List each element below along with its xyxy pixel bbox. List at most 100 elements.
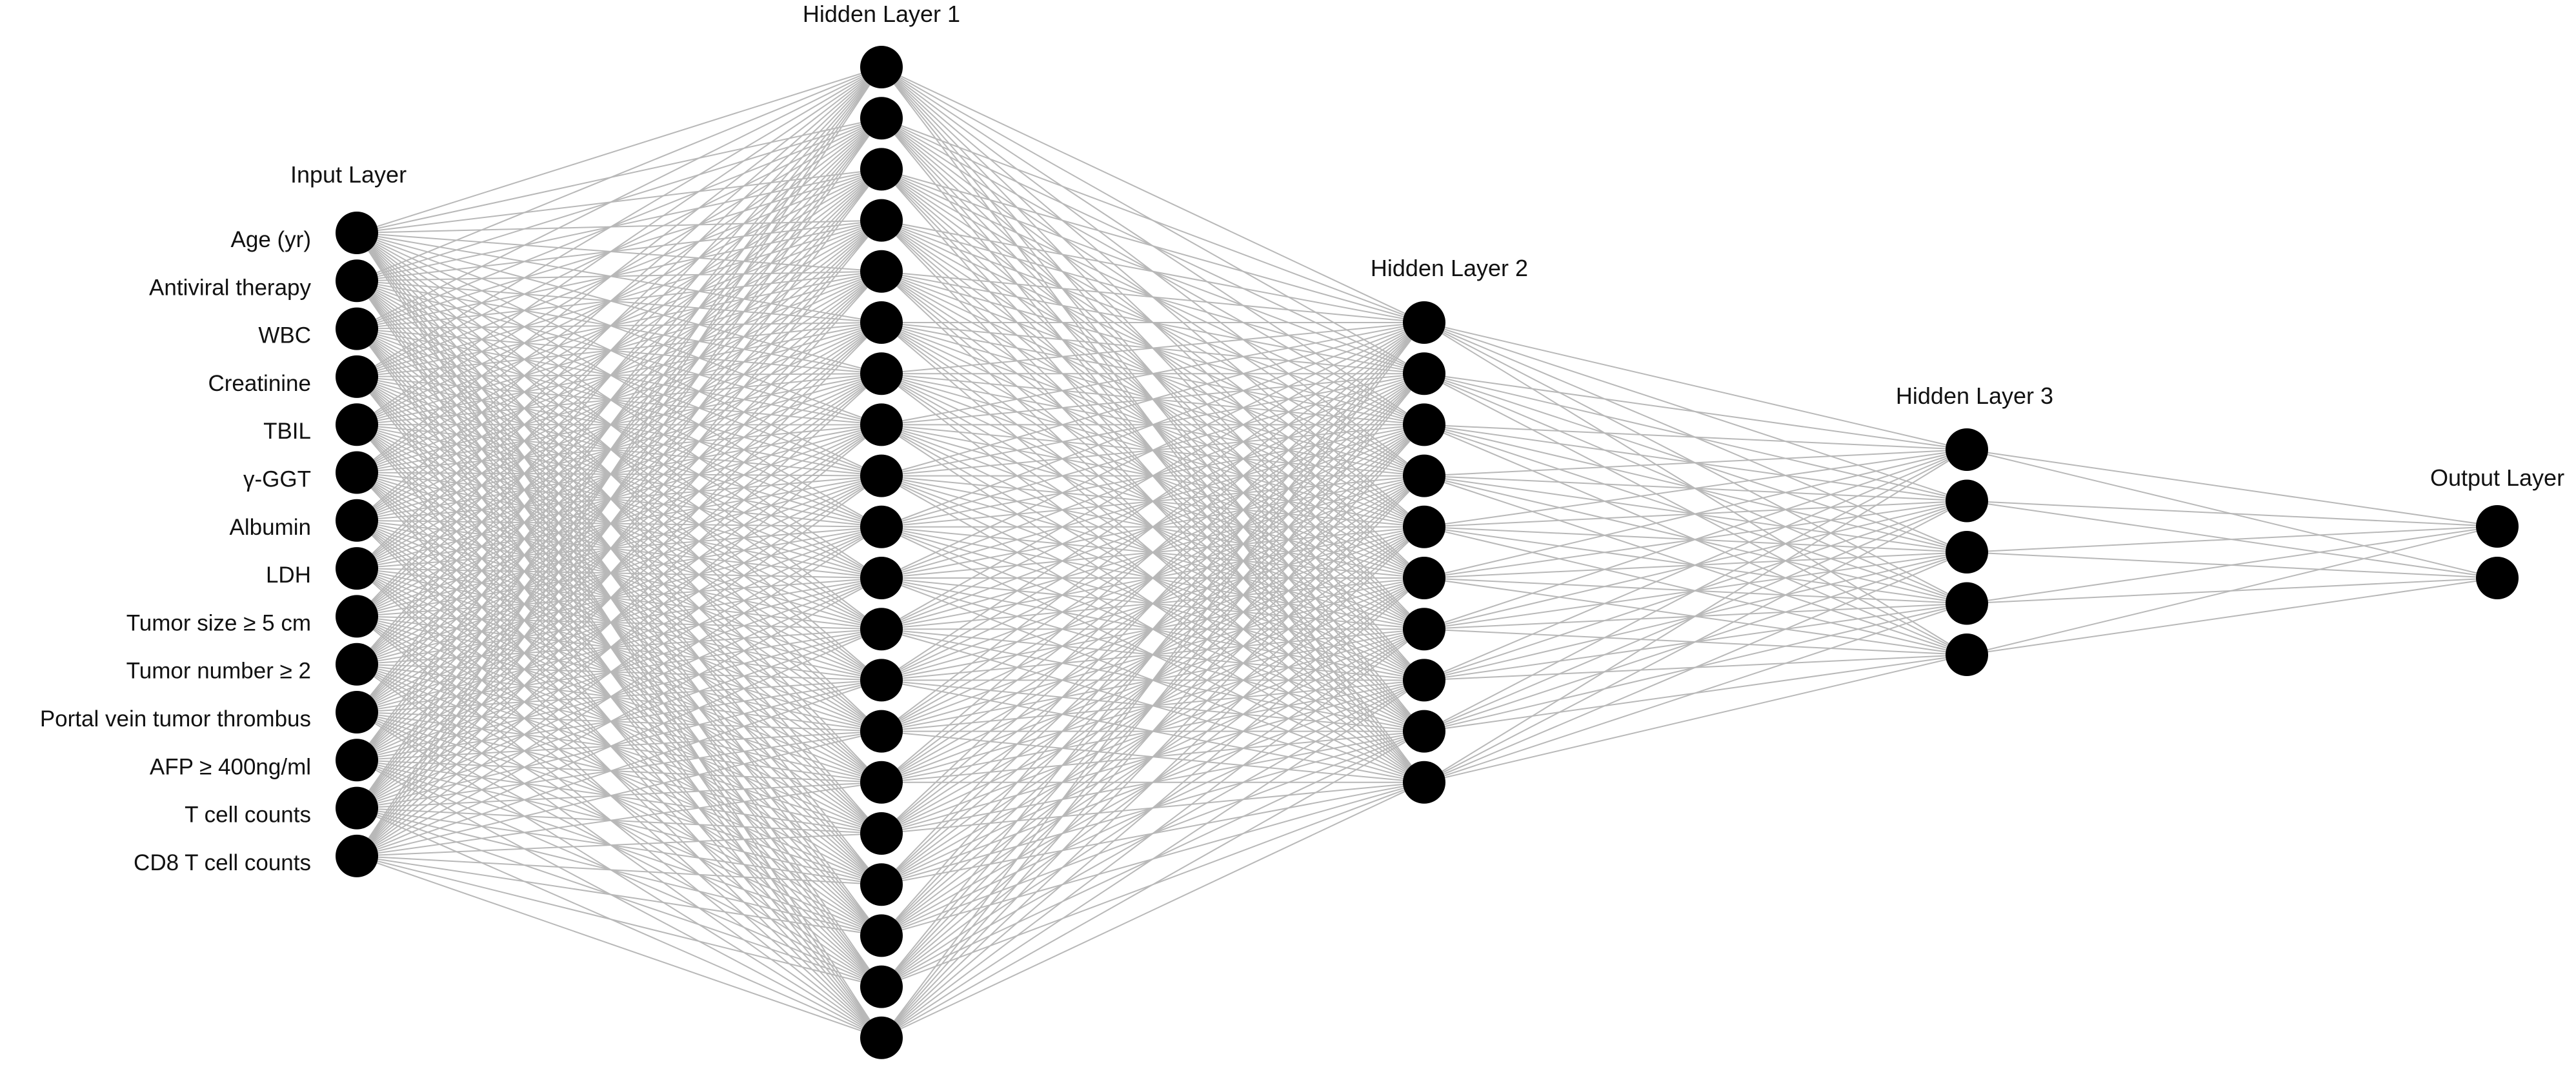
edge-l3-n3-to-l4-n0	[1966, 526, 2498, 604]
edge-l0-n5-to-l1-n9	[356, 472, 882, 528]
edge-l0-n0-to-l1-n10	[356, 232, 882, 579]
node-layer0-11	[336, 739, 378, 782]
edge-l0-n10-to-l1-n10	[356, 577, 882, 713]
edge-l0-n0-to-l1-n13	[356, 232, 882, 732]
input-label: AFP ≥ 400ng/ml	[150, 754, 311, 779]
node-layer1-5	[860, 301, 903, 344]
edge-l0-n1-to-l1-n8	[356, 280, 882, 477]
edge-l0-n1-to-l1-n12	[356, 280, 882, 681]
edge-l0-n9-to-l1-n10	[356, 577, 882, 665]
edge-l2-n9-to-l3-n3	[1424, 603, 1967, 783]
edge-l0-n4-to-l1-n9	[356, 424, 882, 528]
edge-l0-n2-to-l1-n11	[356, 328, 882, 630]
edge-l0-n9-to-l1-n5	[356, 322, 882, 665]
input-label: WBC	[258, 323, 311, 348]
edge-l0-n2-to-l1-n3	[356, 219, 882, 330]
edge-l0-n12-to-l1-n17	[356, 807, 882, 937]
edge-l0-n0-to-l1-n0	[356, 66, 882, 234]
edge-l3-n4-to-l4-n0	[1966, 526, 2498, 655]
edge-l0-n9-to-l1-n11	[356, 628, 882, 665]
node-layer2-3	[1403, 454, 1445, 497]
edge-l0-n6-to-l1-n9	[356, 519, 882, 528]
edge-l0-n8-to-l1-n9	[356, 526, 882, 617]
edge-l0-n5-to-l1-n1	[356, 117, 882, 474]
edge-l0-n5-to-l1-n2	[356, 168, 882, 474]
node-layer1-2	[860, 148, 903, 191]
edge-l0-n9-to-l1-n15	[356, 663, 882, 834]
edge-l2-n1-to-l3-n0	[1424, 373, 1967, 450]
edge-l0-n1-to-l1-n13	[356, 280, 882, 732]
edge-l0-n3-to-l1-n0	[356, 66, 882, 377]
edge-l1-n19-to-l2-n5	[881, 577, 1425, 1039]
edge-l0-n10-to-l1-n9	[356, 526, 882, 713]
edge-l1-n19-to-l2-n0	[881, 322, 1425, 1039]
edge-l0-n2-to-l1-n5	[356, 322, 882, 330]
edge-l0-n7-to-l1-n7	[356, 424, 882, 570]
edge-l0-n11-to-l1-n5	[356, 322, 882, 761]
node-layer2-4	[1403, 505, 1445, 548]
edge-l0-n10-to-l1-n1	[356, 117, 882, 713]
edge-l0-n10-to-l1-n5	[356, 322, 882, 713]
edge-l0-n13-to-l1-n13	[356, 730, 882, 857]
edge-l0-n3-to-l1-n1	[356, 117, 882, 377]
edge-l0-n10-to-l1-n4	[356, 271, 882, 713]
edge-l0-n3-to-l1-n13	[356, 376, 882, 732]
edge-l0-n12-to-l1-n1	[356, 117, 882, 809]
edge-l0-n2-to-l1-n10	[356, 328, 882, 579]
edge-l0-n5-to-l1-n10	[356, 472, 882, 579]
edge-l0-n10-to-l1-n12	[356, 679, 882, 713]
edge-l0-n5-to-l1-n12	[356, 472, 882, 681]
input-label: Creatinine	[208, 371, 311, 396]
node-layer0-10	[336, 691, 378, 733]
edge-l0-n13-to-l1-n7	[356, 424, 882, 857]
input-label: LDH	[266, 563, 311, 588]
edge-l0-n10-to-l1-n7	[356, 424, 882, 713]
edge-l0-n7-to-l1-n4	[356, 270, 882, 569]
node-layer1-17	[860, 914, 903, 957]
edge-l0-n0-to-l1-n7	[356, 232, 882, 426]
edge-l1-n16-to-l2-n0	[881, 322, 1425, 885]
edge-l0-n11-to-l1-n19	[356, 759, 882, 1039]
edge-l0-n12-to-l1-n12	[356, 679, 882, 809]
edge-l0-n5-to-l1-n3	[356, 219, 882, 474]
edge-l0-n6-to-l1-n4	[356, 270, 882, 521]
edge-l3-n4-to-l4-n1	[1966, 577, 2498, 655]
edge-l0-n10-to-l1-n6	[356, 373, 882, 713]
edge-l0-n11-to-l1-n0	[356, 66, 882, 761]
edge-l1-n3-to-l2-n0	[881, 219, 1425, 323]
edge-l2-n0-to-l3-n0	[1424, 322, 1967, 450]
edge-l0-n7-to-l1-n2	[356, 168, 882, 569]
edge-l0-n7-to-l1-n3	[356, 219, 882, 569]
edge-l0-n5-to-l1-n13	[356, 472, 882, 732]
edge-l0-n1-to-l1-n10	[356, 280, 882, 579]
edge-l0-n13-to-l1-n6	[356, 373, 882, 857]
edge-l0-n11-to-l1-n13	[356, 730, 882, 761]
node-layer2-7	[1403, 659, 1445, 702]
edge-l0-n12-to-l1-n15	[356, 807, 882, 834]
edge-l0-n1-to-l1-n7	[356, 280, 882, 426]
edge-l0-n1-to-l1-n1	[356, 117, 882, 282]
edge-l0-n12-to-l1-n18	[356, 807, 882, 988]
edge-l1-n19-to-l2-n3	[881, 475, 1425, 1039]
edge-l0-n4-to-l1-n1	[356, 117, 882, 426]
edge-l0-n13-to-l1-n16	[356, 855, 882, 886]
edge-l0-n3-to-l1-n4	[356, 270, 882, 377]
node-layer1-8	[860, 454, 903, 497]
edge-l0-n11-to-l1-n12	[356, 679, 882, 761]
edge-l0-n12-to-l1-n3	[356, 219, 882, 809]
edge-l0-n11-to-l1-n11	[356, 628, 882, 761]
node-layer0-1	[336, 259, 378, 303]
edge-l0-n4-to-l1-n13	[356, 424, 882, 732]
edge-l0-n2-to-l1-n4	[356, 270, 882, 330]
edge-l0-n11-to-l1-n9	[356, 526, 882, 761]
edge-l1-n9-to-l2-n0	[881, 322, 1425, 528]
edge-l1-n11-to-l2-n0	[881, 322, 1425, 630]
node-layer2-0	[1403, 301, 1445, 344]
edge-l0-n9-to-l1-n4	[356, 270, 882, 665]
edge-l0-n3-to-l1-n5	[356, 322, 882, 377]
edge-l0-n7-to-l1-n12	[356, 568, 882, 681]
edge-l0-n2-to-l1-n13	[356, 328, 882, 732]
edge-l0-n0-to-l1-n9	[356, 232, 882, 528]
node-layer1-10	[860, 557, 903, 599]
node-layer3-4	[1946, 633, 1988, 676]
